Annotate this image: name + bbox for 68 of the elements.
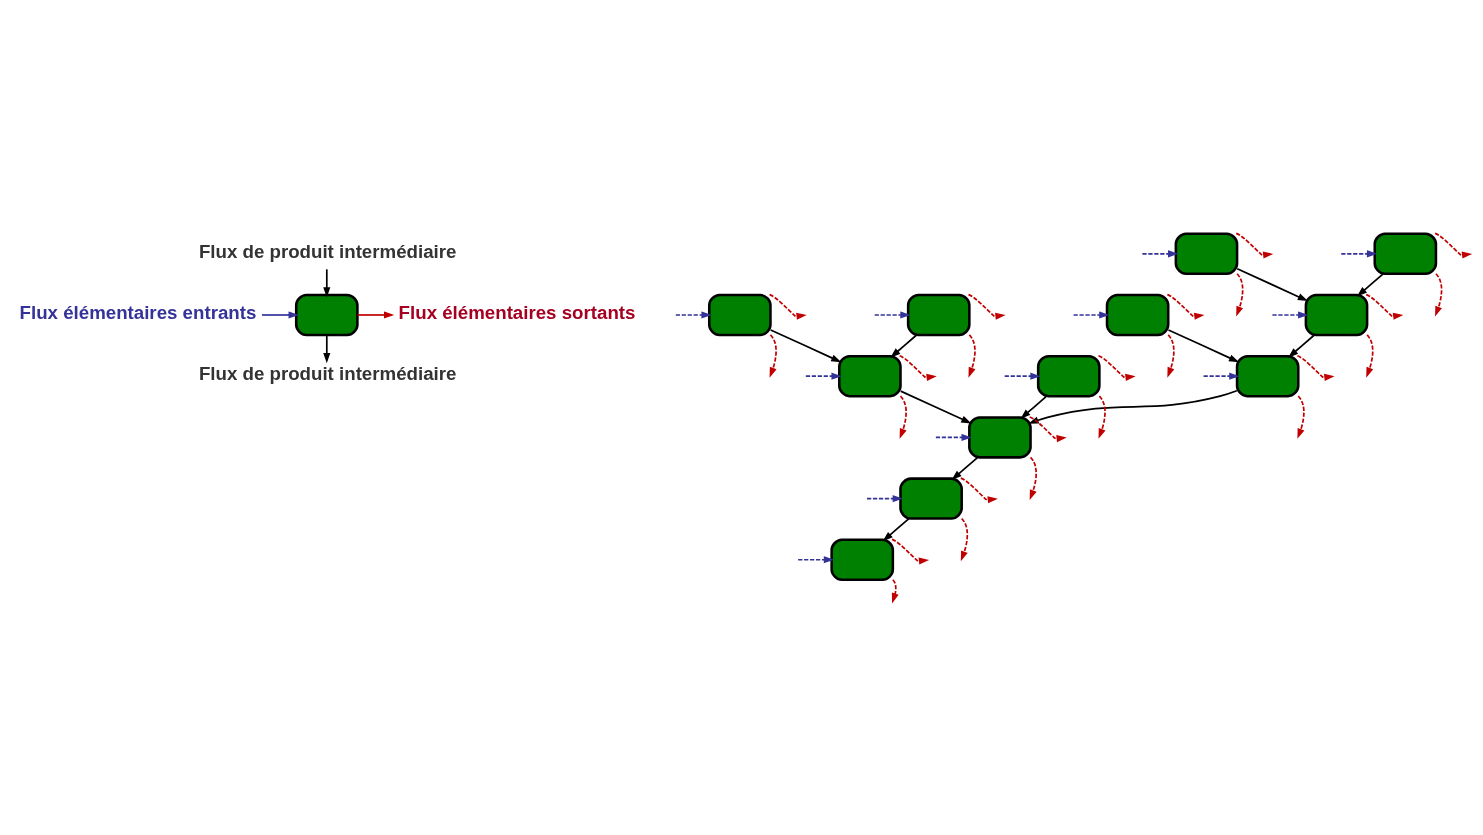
arrow	[1072, 311, 1110, 319]
arrow	[1029, 456, 1037, 501]
arrow	[261, 311, 299, 319]
arrow	[891, 578, 899, 604]
arrow	[1028, 389, 1238, 424]
arrow	[967, 293, 1006, 320]
arrow	[1288, 334, 1316, 358]
arrow	[1340, 250, 1378, 258]
arrow	[951, 470, 998, 504]
arrow	[1166, 293, 1205, 320]
arrow	[1297, 395, 1305, 439]
node-text: Flux de produit intermédiaire	[198, 240, 457, 262]
arrow	[356, 311, 395, 319]
arrow	[1167, 334, 1175, 378]
arrow	[769, 334, 777, 378]
arrow	[1435, 272, 1443, 317]
node-box	[838, 354, 902, 398]
arrow	[882, 517, 910, 542]
arrow	[674, 311, 712, 319]
node-box	[1036, 354, 1101, 398]
arrow	[1236, 267, 1308, 302]
node-box	[830, 538, 895, 581]
arrow	[323, 334, 331, 364]
arrow	[935, 433, 972, 441]
arrow	[768, 293, 807, 320]
node-box	[294, 293, 359, 337]
arrow	[866, 495, 903, 503]
node-text: Flux élémentaires sortants	[398, 301, 636, 323]
node-box	[708, 293, 772, 337]
arrow	[1020, 395, 1048, 419]
node-box	[1105, 293, 1170, 337]
node-box	[899, 477, 963, 520]
arrow	[951, 456, 979, 481]
node-box	[968, 416, 1032, 459]
arrow	[1141, 250, 1179, 258]
node-box	[1235, 354, 1300, 398]
arrow	[1020, 409, 1067, 443]
arrow	[1235, 232, 1274, 259]
arrow	[1288, 348, 1335, 381]
arrow	[882, 531, 930, 565]
arrow	[1271, 311, 1309, 319]
arrow	[1356, 272, 1385, 297]
arrow	[804, 372, 842, 380]
arrow	[1202, 372, 1240, 380]
arrow	[890, 334, 918, 358]
node-box	[1174, 232, 1239, 276]
arrow	[1098, 395, 1106, 439]
arrow	[968, 334, 976, 378]
arrow	[960, 517, 969, 562]
arrow	[1366, 334, 1374, 378]
arrow	[1356, 287, 1404, 320]
arrow	[890, 348, 937, 381]
arrow	[1434, 232, 1473, 259]
arrow	[323, 268, 331, 298]
arrow	[899, 390, 972, 424]
arrow	[1167, 329, 1240, 363]
node-box	[1304, 293, 1369, 337]
arrow	[1236, 272, 1244, 317]
arrow	[797, 556, 835, 564]
node-box	[1373, 232, 1438, 276]
node-box	[906, 293, 971, 337]
arrow	[769, 329, 842, 363]
arrow	[1003, 372, 1041, 380]
arrow	[899, 395, 907, 439]
node-text: Flux élémentaires entrants	[19, 301, 257, 323]
arrow	[873, 311, 911, 319]
arrow	[1097, 354, 1136, 381]
node-text: Flux de produit intermédiaire	[198, 363, 457, 385]
